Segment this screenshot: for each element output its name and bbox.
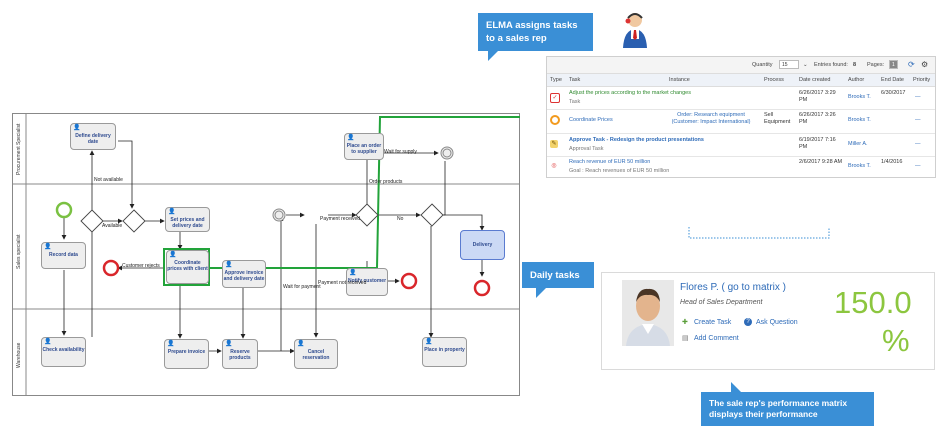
performance-matrix-card: Flores P. ( go to matrix ) Head of Sales… — [601, 272, 935, 370]
label-no: No — [397, 216, 404, 222]
task-approve-invoice[interactable]: 👤Approve invoice and delivery date — [222, 260, 266, 288]
task-list-toolbar: Quantity 15 ⌄ Entries found: 8 Pages: 1 … — [547, 57, 935, 74]
table-row[interactable]: Coordinate Prices Order: Research equipm… — [547, 109, 935, 134]
entries-value: 8 — [853, 62, 857, 68]
lane-warehouse: Warehouse — [16, 342, 22, 368]
settings-icon[interactable]: ⚙ — [921, 60, 929, 69]
task-reserve-products[interactable]: 👤Reserve products — [222, 339, 258, 369]
col-type[interactable]: Type — [550, 77, 562, 83]
label-wait-supply: Wait for supply — [384, 149, 417, 155]
performance-unit: % — [882, 323, 910, 358]
task-place-property[interactable]: 👤Place in property — [422, 337, 467, 367]
table-row[interactable]: ✎ Approve Task - Redesign the product pr… — [547, 134, 935, 157]
user-icon: 👤 — [169, 252, 177, 258]
col-date-created[interactable]: Date created — [799, 77, 831, 83]
task-notify-customer[interactable]: 👤Notify customer — [346, 268, 388, 296]
chevron-down-icon: ⌄ — [803, 62, 808, 68]
label-not-available: Not available — [94, 177, 123, 183]
pages-label: Pages: — [867, 62, 885, 68]
task-type-icon: ✎ — [550, 140, 558, 148]
bracket-connector — [688, 227, 830, 239]
task-type-icon — [550, 115, 560, 125]
col-task[interactable]: Task — [569, 77, 581, 83]
quantity-select[interactable]: 15 — [779, 60, 799, 69]
user-icon: 👤 — [44, 244, 52, 250]
callout-matrix: The sale rep's performance matrix displa… — [701, 382, 874, 426]
callout-tail — [731, 382, 747, 392]
employee-position: Head of Sales Department — [680, 299, 763, 306]
task-type-icon: ✓ — [550, 93, 560, 103]
label-payment-received: Payment received — [320, 216, 361, 222]
create-task-icon[interactable]: ✚ — [682, 319, 688, 326]
label-wait-payment: Wait for payment — [283, 284, 321, 290]
task-record-data[interactable]: 👤Record data — [41, 242, 86, 269]
avatar — [622, 280, 674, 346]
task-place-order[interactable]: 👤Place an order to supplier — [344, 133, 384, 160]
highlight-frame — [163, 248, 210, 286]
add-comment-button[interactable]: Add Comment — [694, 335, 739, 342]
lane-sales: Sales specialist — [16, 234, 22, 269]
callout-matrix-text: The sale rep's performance matrix displa… — [709, 398, 848, 419]
add-comment-icon[interactable]: ▤ — [682, 335, 689, 342]
goal-target-icon: ◎ — [551, 163, 557, 169]
ask-question-button[interactable]: Ask Question — [756, 319, 798, 326]
task-list-header: Type Task Instance Process Date created … — [547, 74, 935, 87]
task-set-prices[interactable]: 👤Set prices and delivery date — [165, 207, 210, 232]
task-list-panel: Quantity 15 ⌄ Entries found: 8 Pages: 1 … — [546, 56, 936, 178]
col-priority[interactable]: Priority — [913, 77, 931, 83]
task-cancel-reservation[interactable]: 👤Cancel reservation — [294, 339, 338, 369]
callout-daily-tasks: Daily tasks — [522, 262, 594, 298]
callout-tail — [488, 51, 504, 61]
operator-headset-icon — [623, 13, 647, 48]
employee-name[interactable]: Flores P. — [680, 282, 719, 293]
task-prepare-invoice[interactable]: 👤Prepare invoice — [164, 339, 209, 369]
task-delivery[interactable]: Delivery — [460, 230, 505, 260]
callout-elma-text: ELMA assigns tasks to a sales rep — [486, 20, 578, 44]
user-icon: 👤 — [167, 341, 175, 347]
label-order-products: Order products — [369, 179, 403, 185]
table-row[interactable]: ◎ Reach revenue of EUR 50 million Goal :… — [551, 159, 921, 174]
user-icon: 👤 — [44, 339, 52, 345]
col-instance[interactable]: Instance — [669, 77, 690, 83]
entries-label: Entries found: — [814, 62, 848, 68]
label-customer-rejects: Customer rejects — [122, 263, 160, 269]
user-icon: 👤 — [168, 209, 176, 215]
refresh-icon[interactable]: ⟳ — [908, 60, 915, 69]
label-available: Available — [102, 223, 123, 229]
table-row[interactable]: ✓ Adjust the prices according to the mar… — [547, 87, 935, 110]
ask-question-icon[interactable]: ? — [744, 318, 752, 326]
page-number[interactable]: 1 — [889, 60, 898, 69]
task-check-availability[interactable]: 👤Check availability — [41, 337, 86, 367]
user-icon: 👤 — [225, 262, 233, 268]
user-icon: 👤 — [349, 270, 357, 276]
bpmn-diagram: Procurement Specialist Sales specialist … — [12, 113, 520, 396]
user-icon: 👤 — [347, 135, 355, 141]
quantity-label: Quantity — [752, 62, 773, 68]
user-icon: 👤 — [225, 341, 233, 347]
performance-value: 150.0 — [834, 285, 912, 320]
task-coordinate-prices[interactable]: 👤Coordinate prices with client — [166, 250, 209, 284]
user-icon: 👤 — [425, 339, 433, 345]
user-icon: 👤 — [297, 341, 305, 347]
callout-elma-assigns: ELMA assigns tasks to a sales rep — [478, 13, 593, 61]
label-payment-not-received: Payment not received — [318, 280, 367, 286]
callout-tail — [536, 288, 552, 298]
go-to-matrix-link[interactable]: ( go to matrix ) — [721, 282, 786, 293]
col-author[interactable]: Author — [848, 77, 865, 83]
user-icon: 👤 — [73, 125, 81, 131]
col-end-date[interactable]: End Date — [881, 77, 904, 83]
task-define-delivery[interactable]: 👤Define delivery date — [70, 123, 116, 150]
col-process[interactable]: Process — [764, 77, 784, 83]
highlight-flow — [188, 116, 520, 269]
create-task-button[interactable]: Create Task — [694, 319, 732, 326]
callout-daily-text: Daily tasks — [530, 270, 580, 281]
lane-procurement: Procurement Specialist — [16, 123, 22, 175]
